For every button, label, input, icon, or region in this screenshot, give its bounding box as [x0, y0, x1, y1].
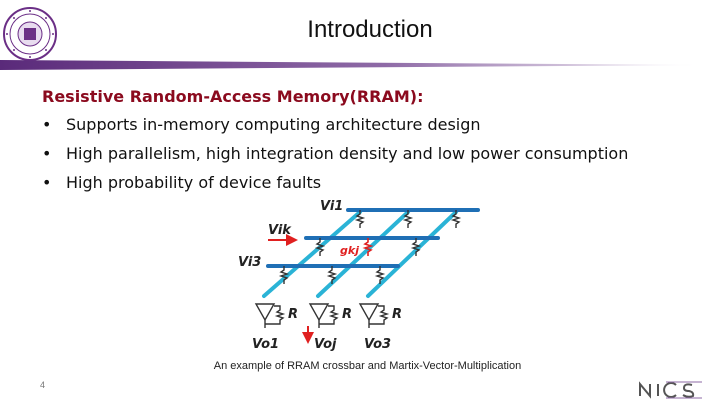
label-vo1: Vo1 — [252, 337, 279, 352]
slide-content: Resistive Random-Access Memory(RRAM): • S… — [42, 84, 628, 197]
label-gkj: gkj — [340, 244, 359, 257]
bullet-text: High probability of device faults — [66, 173, 322, 192]
bullet-icon: • — [42, 144, 52, 163]
label-vik: Vik — [268, 223, 292, 238]
bullet-text: Supports in-memory computing architectur… — [66, 115, 481, 134]
bullet-list: • Supports in-memory computing architectu… — [42, 110, 628, 197]
bullet-item: • High probability of device faults — [42, 168, 628, 197]
slide-title: Introduction — [307, 16, 433, 43]
label-vo3: Vo3 — [364, 337, 391, 352]
readout-circuits — [254, 303, 390, 328]
bullet-icon: • — [42, 115, 52, 134]
label-r2: R — [342, 307, 352, 322]
section-heading: Resistive Random-Access Memory(RRAM): — [42, 87, 424, 106]
nics-logo-icon — [639, 381, 702, 399]
label-r1: R — [288, 307, 298, 322]
label-vi3: Vi3 — [238, 255, 261, 270]
diagram-caption: An example of RRAM crossbar and Martix-V… — [213, 360, 522, 372]
bullet-text: High parallelism, high integration densi… — [66, 144, 629, 163]
rram-cells — [278, 210, 462, 284]
bullet-item: • Supports in-memory computing architectu… — [42, 110, 628, 139]
highlighted-cell — [362, 238, 374, 256]
page-number: 4 — [40, 380, 46, 390]
bullet-icon: • — [42, 173, 52, 192]
bullet-item: • High parallelism, high integration dens… — [42, 139, 628, 168]
title-divider — [0, 60, 700, 70]
label-vi1: Vi1 — [320, 199, 343, 214]
university-seal-icon — [3, 7, 57, 61]
label-r3: R — [392, 307, 402, 322]
label-voj: Voj — [314, 337, 337, 352]
rram-crossbar-diagram: Vi1 Vik Vi3 gkj R R R Vo1 Voj Vo3 — [238, 199, 480, 352]
bit-lines — [262, 210, 458, 298]
